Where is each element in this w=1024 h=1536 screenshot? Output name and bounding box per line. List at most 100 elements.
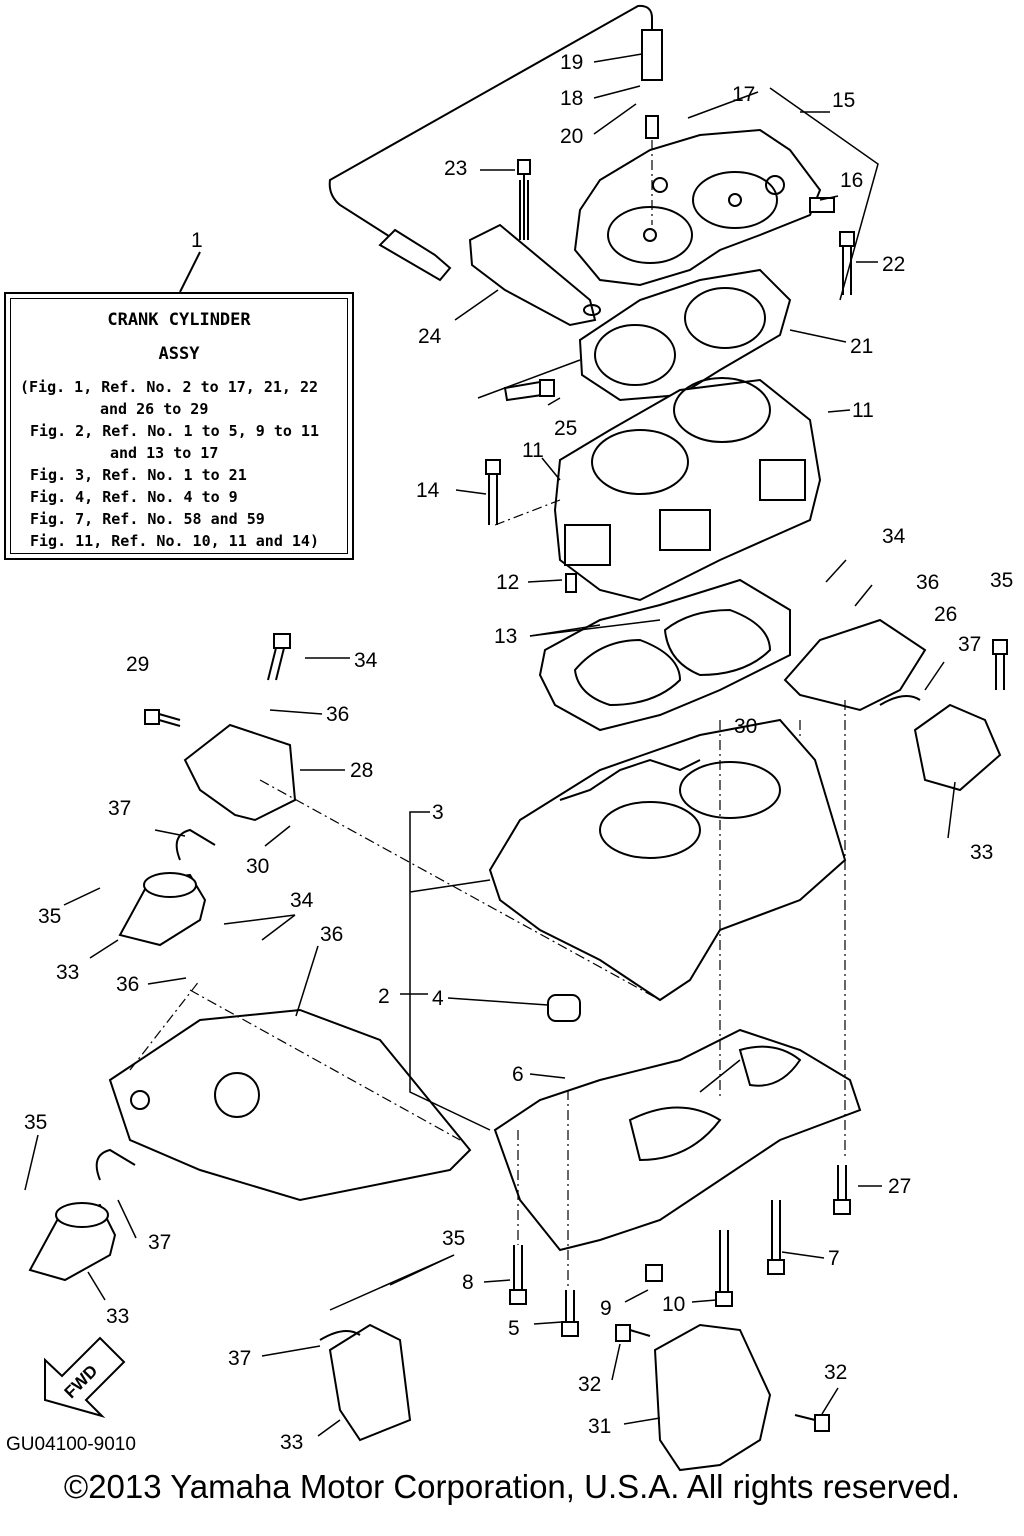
callout-36: 36 <box>326 703 350 726</box>
callout-32: 32 <box>824 1361 848 1384</box>
fwd-arrow-icon <box>44 1336 126 1418</box>
callout-31: 31 <box>588 1415 612 1438</box>
callout-13: 13 <box>494 625 518 648</box>
engine-mount-left-lower <box>28 1202 117 1282</box>
parts-legend-inner <box>10 298 348 554</box>
bracket-26 <box>783 618 927 712</box>
callout-7: 7 <box>828 1247 840 1270</box>
callout-36: 36 <box>916 571 940 594</box>
legend-title-line1: CRANK CYLINDER <box>107 310 251 330</box>
bolt-23 <box>517 159 531 240</box>
callout-33: 33 <box>106 1305 130 1328</box>
callout-4: 4 <box>432 987 444 1010</box>
callout-10: 10 <box>662 1293 686 1316</box>
copyright-notice: ©2013 Yamaha Motor Corporation, U.S.A. A… <box>63 1468 961 1505</box>
callout-33: 33 <box>56 961 80 984</box>
fitting-16 <box>809 197 835 213</box>
legend-line: Fig. 3, Ref. No. 1 to 21 <box>30 466 247 484</box>
callout-35: 35 <box>442 1227 466 1250</box>
bolt-8 <box>509 1245 527 1305</box>
dowel-12 <box>565 573 577 593</box>
bolt-34 <box>267 633 291 681</box>
callout-18: 18 <box>560 87 584 110</box>
legend-line: Fig. 4, Ref. No. 4 to 9 <box>30 488 238 506</box>
bracket-28 <box>183 723 297 822</box>
legend-line: and 13 to 17 <box>110 444 219 462</box>
callout-23: 23 <box>444 157 468 180</box>
leader-lines <box>24 53 956 1437</box>
callout-8: 8 <box>462 1271 474 1294</box>
callout-34: 34 <box>882 525 906 548</box>
callout-21: 21 <box>850 335 874 358</box>
callout-16: 16 <box>840 169 864 192</box>
callout-37: 37 <box>148 1231 172 1254</box>
bolt-5 <box>561 1290 579 1337</box>
engine-mount-right <box>913 703 1002 792</box>
diagram-code: GU04100-9010 <box>6 1434 136 1455</box>
cylinder-head <box>573 128 822 287</box>
bolt-22 <box>839 231 855 295</box>
crankcase-lower <box>493 1028 862 1252</box>
legend-line: (Fig. 1, Ref. No. 2 to 17, 21, 22 <box>20 378 319 396</box>
bracket <box>468 223 601 327</box>
bolt-25 <box>503 379 555 402</box>
oil-seal <box>547 994 581 1022</box>
callout-27: 27 <box>888 1175 912 1198</box>
nut-9 <box>645 1264 663 1282</box>
callout-37: 37 <box>228 1347 252 1370</box>
legend-line: Fig. 7, Ref. No. 58 and 59 <box>30 510 265 528</box>
callout-15: 15 <box>832 89 856 112</box>
cylinder-block <box>553 377 822 602</box>
water-hose <box>328 4 663 282</box>
bolt-32-left <box>615 1324 651 1342</box>
stud-17 <box>645 115 659 139</box>
callout-20: 20 <box>560 125 584 148</box>
callout-35: 35 <box>24 1111 48 1134</box>
callout-33: 33 <box>280 1431 304 1454</box>
bolt-10 <box>715 1230 733 1307</box>
callout-36: 36 <box>320 923 344 946</box>
callout-37: 37 <box>108 797 132 820</box>
callout-14: 14 <box>416 479 440 502</box>
callout-33: 33 <box>970 841 994 864</box>
callout-30: 30 <box>734 715 758 738</box>
callout-25: 25 <box>554 417 578 440</box>
callout-28: 28 <box>350 759 374 782</box>
engine-mount-left-upper <box>118 872 207 947</box>
engine-mount-bottom <box>328 1323 412 1442</box>
bolt-7 <box>767 1200 785 1275</box>
callout-12: 12 <box>496 571 520 594</box>
callout-2: 2 <box>378 985 390 1008</box>
callout-3: 3 <box>432 801 444 824</box>
head-gasket <box>578 268 792 402</box>
callout-32: 32 <box>578 1373 602 1396</box>
callout-6: 6 <box>512 1063 524 1086</box>
bolt-29 <box>144 709 181 727</box>
bolt-27 <box>833 1165 851 1215</box>
callout-1: 1 <box>191 229 203 252</box>
callout-11: 11 <box>852 399 874 422</box>
callout-11: 11 <box>522 439 544 462</box>
clamp <box>95 695 921 1341</box>
callout-24: 24 <box>418 325 442 348</box>
callout-36: 36 <box>116 973 140 996</box>
center-lines <box>129 140 846 1290</box>
legend-line: Fig. 2, Ref. No. 1 to 5, 9 to 11 <box>30 422 319 440</box>
reed-housing <box>108 1008 472 1202</box>
legend-title-line2: ASSY <box>158 344 200 364</box>
cover-31 <box>653 1323 772 1472</box>
callout-29: 29 <box>126 653 150 676</box>
legend-line: Fig. 11, Ref. No. 10, 11 and 14) <box>30 532 319 550</box>
callout-17: 17 <box>732 83 756 106</box>
base-gasket <box>538 578 791 732</box>
callout-5: 5 <box>508 1317 520 1340</box>
legend-leader <box>179 251 201 293</box>
callout-22: 22 <box>882 253 906 276</box>
callout-30: 30 <box>246 855 270 878</box>
callout-37: 37 <box>958 633 982 656</box>
bolt-32-right <box>794 1414 830 1432</box>
callout-35: 35 <box>990 569 1014 592</box>
callout-9: 9 <box>600 1297 612 1320</box>
crankcase-upper <box>488 718 847 1002</box>
